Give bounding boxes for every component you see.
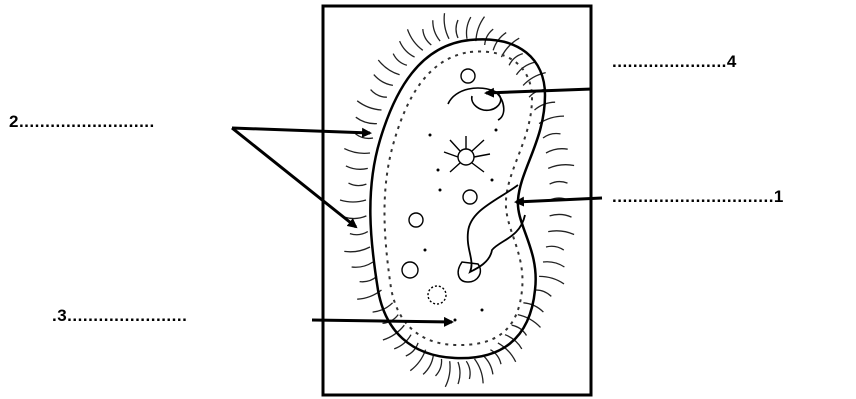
cilium [356,134,374,139]
cilium [475,359,484,384]
cilium [433,20,440,41]
cilium [539,276,564,284]
cilium [393,54,407,66]
cilium [550,182,568,185]
cilium [378,60,399,75]
cilium [476,17,485,41]
cilium [543,133,561,138]
cilium [550,214,572,217]
cilium [548,231,574,235]
cilium [516,62,534,75]
cilium [352,262,373,267]
arrow-2a [232,128,370,133]
cilium [371,90,387,98]
cilium [357,101,381,110]
cilium [444,13,449,39]
cilium [546,246,564,250]
cilium [483,355,493,374]
cilium [466,361,470,379]
cilium [344,247,370,252]
cilium [535,290,552,296]
cilium [374,75,393,86]
label-1: ...............................1 [612,187,784,207]
cilium [456,20,458,38]
cilium [436,359,442,376]
label-3: .3....................... [52,306,187,326]
cilium [548,165,574,169]
cilium [350,232,368,235]
cilium [345,216,367,219]
cilium [466,17,470,39]
cilium [360,276,377,281]
cilium [423,355,433,374]
cilium [546,149,568,153]
label-2: 2.......................... [9,112,155,132]
cilium [423,29,432,45]
cilium [485,29,494,45]
arrow-2b [232,128,356,227]
cytoplasm-granules [424,129,498,322]
cilium [458,362,460,384]
pellicle-line [384,52,532,346]
cilium [400,41,415,57]
cilium [340,200,366,202]
label-4: ......................4 [612,52,737,72]
star-vacuole [444,136,490,172]
arrow-1 [516,198,602,202]
cilium [445,361,450,387]
cilium [543,262,564,267]
cilium [346,166,368,169]
cilium [408,29,423,50]
food-vacuoles [402,69,477,304]
arrow-3 [312,320,452,322]
arrow-4 [486,89,592,93]
cilium [349,183,367,186]
cilium [344,149,370,154]
cilium [356,117,377,123]
